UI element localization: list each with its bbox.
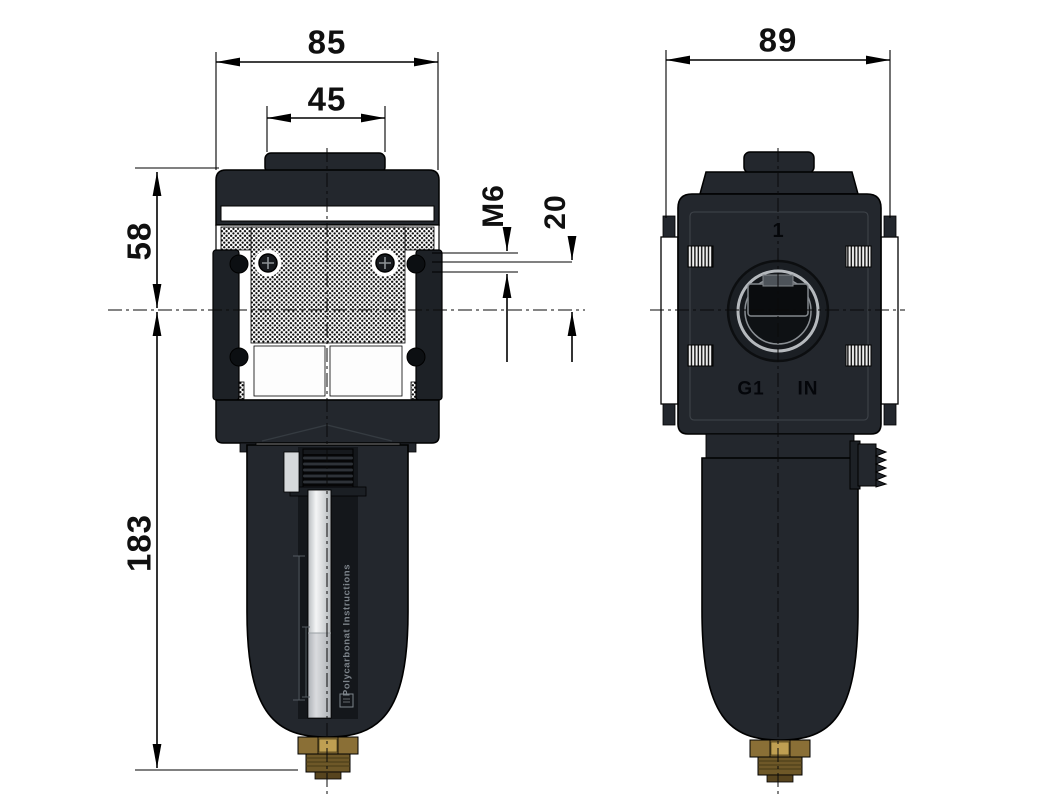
front-notch-hole [229,254,249,274]
dimension-label-183: 183 [120,513,158,573]
front-vent-slot [283,451,300,493]
side-thread-section [845,245,872,268]
side-thread-section [845,344,872,367]
dimension-label-58: 58 [120,221,158,261]
front-white-panel-left [253,345,326,397]
side-flange-step [883,403,897,426]
side-flange-step [883,215,897,238]
front-view [108,148,585,795]
side-flange-step [662,403,676,426]
side-thread-section [687,245,714,268]
front-drain-fitting [297,736,359,780]
dimension-label-45: 45 [307,80,347,118]
bowl-marking-text: Polycarbonat Instructions [341,563,353,697]
side-thread-section [687,344,714,367]
dimension-label-m6: M6 [477,184,510,228]
side-drain-fitting [749,739,811,783]
front-notch-hole [406,254,426,274]
dimension-lines [135,50,891,771]
front-notch-hole [229,347,249,367]
side-flange-right [880,236,899,405]
side-cap [699,171,859,195]
side-bowl-collar [705,433,855,461]
dimension-label-85: 85 [307,23,347,61]
dimension-label-89: 89 [758,21,798,59]
side-top-knob [743,151,815,174]
front-screw-hole-right [371,249,399,277]
front-white-panel-right [329,345,403,397]
port-index-marking: 1 [772,220,784,242]
front-screw-hole-left [254,249,282,277]
side-flange-step [662,215,676,238]
side-view [650,148,905,795]
front-level-gauge-marks [293,555,310,701]
front-notch-hole [406,347,426,367]
front-bottom-band [215,399,440,444]
side-bracket-screw [849,440,888,490]
port-flow-marking: IN [797,378,819,400]
front-sight-glass [307,489,332,719]
dimension-label-20: 20 [539,194,572,230]
front-hatch-center [250,226,406,344]
side-flange-left [660,236,679,405]
port-thread-marking: G1 [737,378,765,400]
side-bowl [701,457,859,741]
instructions-icon [339,693,354,708]
side-face-panel [689,211,869,421]
